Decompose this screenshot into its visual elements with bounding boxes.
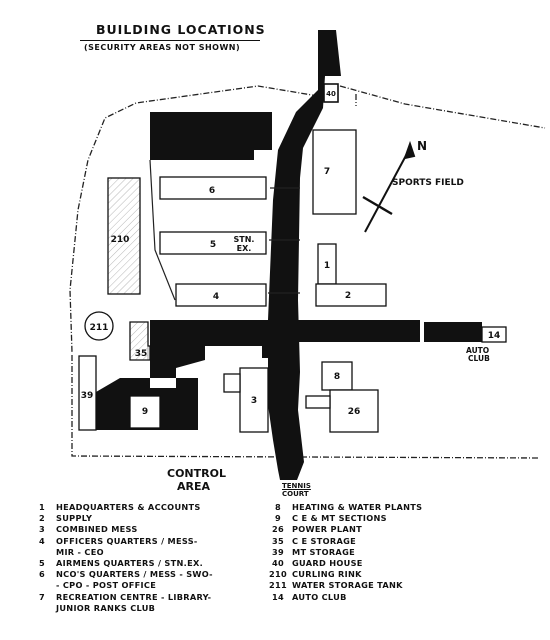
legend-item: 35 C E STORAGE bbox=[264, 536, 534, 547]
legend-item: 4 OFFICERS QUARTERS / MESS- bbox=[28, 536, 268, 547]
legend-item: 40 GUARD HOUSE bbox=[264, 558, 534, 569]
legend-item-text: MT STORAGE bbox=[292, 546, 355, 557]
control-area-label-line2: AREA bbox=[177, 480, 211, 493]
legend-item: 14 AUTO CLUB bbox=[264, 592, 534, 603]
perimeter-fence bbox=[69, 85, 546, 459]
legend-item-continuation: MIR - CEO bbox=[56, 546, 104, 557]
auto-club-label-line1: AUTO bbox=[466, 346, 490, 355]
tennis-court-label-line1: TENNIS bbox=[282, 482, 311, 490]
legend-item-number: 1 bbox=[39, 502, 45, 512]
legend-item-text: C E & MT SECTIONS bbox=[292, 513, 387, 524]
legend-item-text: AIRMENS QUARTERS / STN.EX. bbox=[56, 557, 203, 568]
service-roads bbox=[149, 159, 300, 301]
building-40 bbox=[323, 83, 339, 103]
legend-item-number: 210 bbox=[269, 569, 287, 580]
legend-item: 8 HEATING & WATER PLANTS bbox=[264, 502, 534, 513]
legend-item-text: HEATING & WATER PLANTS bbox=[292, 502, 423, 512]
map-title: BUILDING LOCATIONS bbox=[96, 22, 266, 37]
legend-item-text: OFFICERS QUARTERS / MESS- bbox=[56, 535, 198, 546]
legend-item-text: AUTO CLUB bbox=[292, 591, 347, 602]
legend-item-number: 35 bbox=[272, 535, 284, 546]
label-1: 1 bbox=[324, 261, 330, 271]
legend-item-text: C E STORAGE bbox=[292, 535, 356, 546]
legend-item: 26 POWER PLANT bbox=[264, 524, 534, 535]
label-3: 3 bbox=[251, 396, 257, 406]
legend-item-number: 211 bbox=[269, 580, 287, 591]
legend-item-number: 4 bbox=[39, 535, 45, 546]
legend-item-number: 6 bbox=[39, 569, 45, 580]
building-26 bbox=[329, 389, 379, 433]
north-arrow bbox=[362, 140, 416, 233]
hatched-areas bbox=[107, 177, 149, 361]
legend-item-text: SUPPLY bbox=[56, 513, 93, 524]
label-9: 9 bbox=[142, 407, 148, 417]
label-210: 210 bbox=[111, 235, 130, 245]
control-area-label-line1: CONTROL bbox=[167, 467, 226, 480]
legend-item: 5 AIRMENS QUARTERS / STN.EX. bbox=[28, 558, 268, 569]
label-north: N bbox=[417, 139, 427, 153]
legend-item-number: 7 bbox=[39, 591, 45, 602]
label-39: 39 bbox=[81, 391, 94, 401]
legend-item-text: WATER STORAGE TANK bbox=[292, 580, 403, 591]
sports-field-label: SPORTS FIELD bbox=[392, 178, 464, 188]
legend-item-number: 2 bbox=[39, 513, 45, 524]
building-14 bbox=[481, 326, 507, 343]
legend-item-text: RECREATION CENTRE - LIBRARY- bbox=[56, 591, 212, 602]
building-3 bbox=[239, 367, 269, 433]
legend-item: 39 MT STORAGE bbox=[264, 547, 534, 558]
legend-item-text: COMBINED MESS bbox=[56, 524, 138, 535]
legend-item-text: POWER PLANT bbox=[292, 524, 363, 535]
label-5: 5 bbox=[210, 240, 216, 250]
label-2: 2 bbox=[345, 291, 351, 301]
building-9 bbox=[129, 395, 161, 429]
legend-left: 1 HEADQUARTERS & ACCOUNTS 2 SUPPLY 3 COMBINED… bbox=[28, 502, 268, 614]
building-7 bbox=[312, 129, 357, 215]
legend-item-text: CURLING RINK bbox=[292, 569, 362, 580]
legend-item-number: 26 bbox=[272, 524, 284, 535]
legend-item-text: NCO'S QUARTERS / MESS - SWO- bbox=[56, 569, 213, 580]
label-40: 40 bbox=[326, 90, 336, 98]
legend-item-continuation: - CPO - POST OFFICE bbox=[56, 580, 157, 591]
legend-item-continuation: JUNIOR RANKS CLUB bbox=[56, 602, 156, 613]
legend-item-number: 9 bbox=[275, 513, 281, 524]
legend-item-number: 14 bbox=[272, 591, 284, 602]
legend-item: 211 WATER STORAGE TANK bbox=[264, 580, 534, 591]
building-4 bbox=[175, 283, 267, 307]
building-5 bbox=[159, 231, 267, 255]
legend-item: 9 C E & MT SECTIONS bbox=[264, 513, 534, 524]
label-211: 211 bbox=[90, 323, 109, 333]
legend-item-text: HEADQUARTERS & ACCOUNTS bbox=[56, 502, 201, 512]
auto-club-label-line2: CLUB bbox=[468, 354, 490, 363]
legend-item-number: 8 bbox=[275, 502, 281, 512]
label-26: 26 bbox=[348, 407, 361, 417]
building-2 bbox=[315, 283, 387, 307]
label-stn-ex-2: EX. bbox=[237, 244, 252, 253]
tennis-court-label-line2: COURT bbox=[282, 490, 309, 498]
legend-item: 2 SUPPLY bbox=[28, 513, 268, 524]
map-subtitle: (SECURITY AREAS NOT SHOWN) bbox=[84, 43, 241, 52]
legend-item: 3 COMBINED MESS bbox=[28, 524, 268, 535]
label-7: 7 bbox=[324, 167, 330, 177]
legend-item: 1 HEADQUARTERS & ACCOUNTS bbox=[28, 502, 268, 513]
legend-item-number: 39 bbox=[272, 546, 284, 557]
label-4: 4 bbox=[213, 292, 219, 302]
legend-item: 210 CURLING RINK bbox=[264, 569, 534, 580]
building-211 bbox=[84, 311, 114, 341]
title-underline bbox=[80, 40, 260, 41]
legend-item-number: 5 bbox=[39, 557, 45, 568]
legend-item: 7 RECREATION CENTRE - LIBRARY- bbox=[28, 592, 268, 603]
legend-item-number: 3 bbox=[39, 524, 45, 535]
label-35: 35 bbox=[135, 349, 148, 359]
legend-item: 6 NCO'S QUARTERS / MESS - SWO- bbox=[28, 569, 268, 580]
legend-item-number: 40 bbox=[272, 557, 284, 568]
building-39 bbox=[78, 355, 97, 431]
legend-item-text: GUARD HOUSE bbox=[292, 557, 363, 568]
label-8: 8 bbox=[334, 372, 340, 382]
label-stn-ex-1: STN. bbox=[234, 235, 255, 244]
label-14: 14 bbox=[488, 331, 501, 341]
building-6 bbox=[159, 176, 267, 200]
legend-right: 8 HEATING & WATER PLANTS 9 C E & MT SECTION… bbox=[264, 502, 534, 603]
label-6: 6 bbox=[209, 186, 215, 196]
